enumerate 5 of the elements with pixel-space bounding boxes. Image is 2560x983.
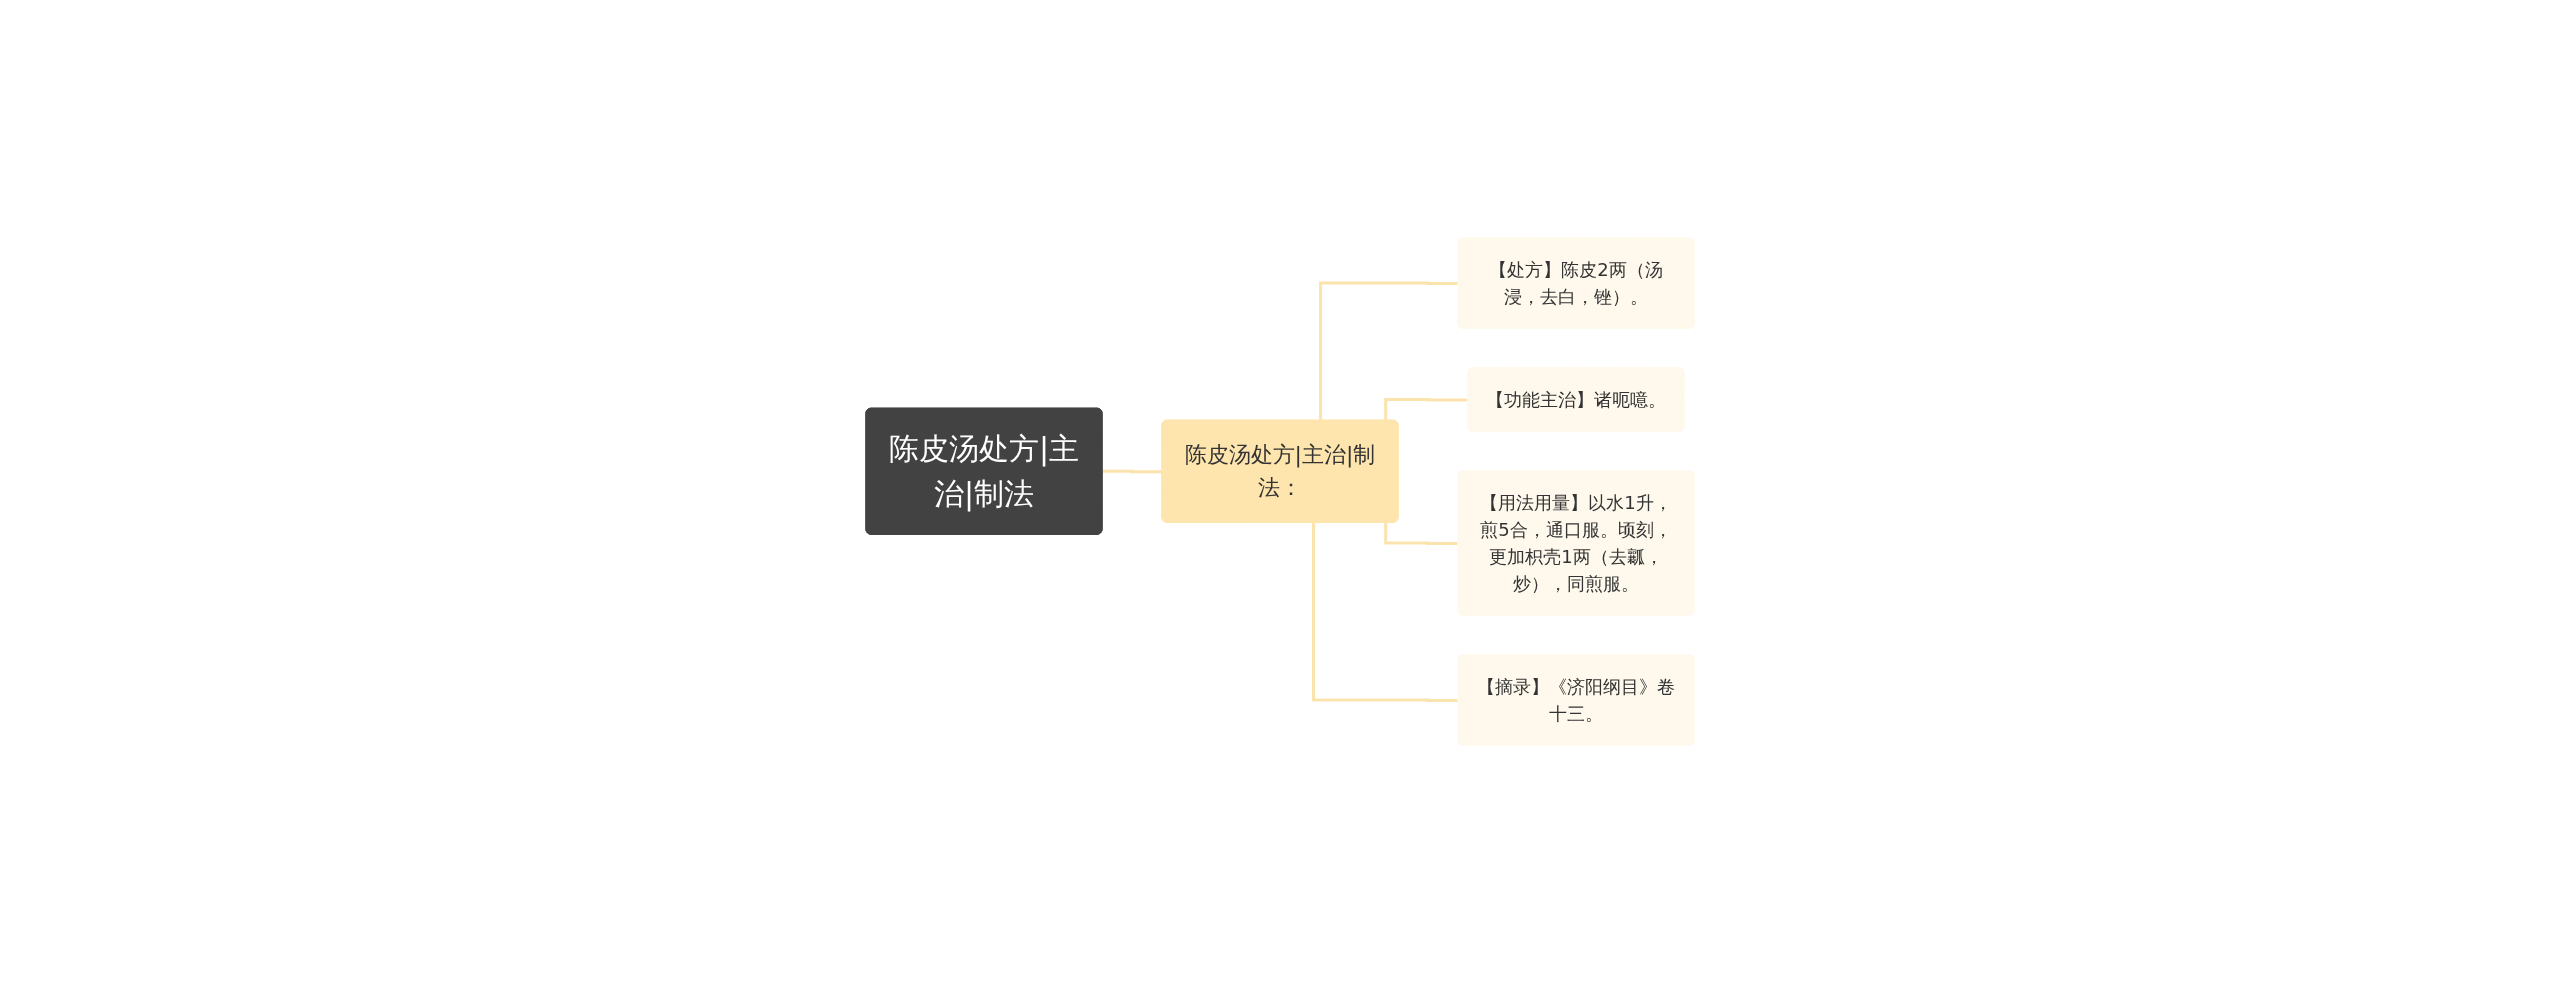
connector <box>1319 281 1459 421</box>
connector <box>1384 398 1469 421</box>
connector <box>1384 522 1459 545</box>
connector <box>1312 522 1459 702</box>
connector <box>1101 469 1163 474</box>
